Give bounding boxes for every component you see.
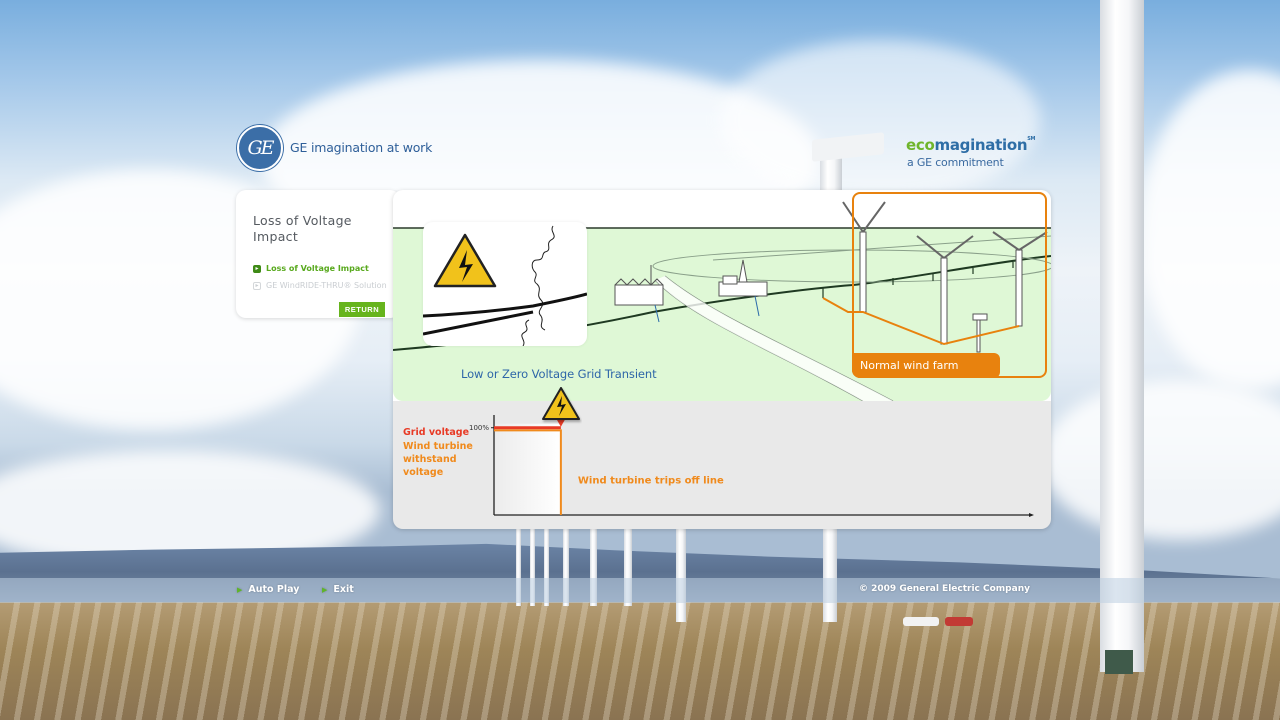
high-voltage-warning-icon (433, 233, 497, 288)
eco-text: eco (906, 136, 935, 154)
ge-tagline: GE imagination at work (290, 140, 433, 155)
car (945, 617, 973, 626)
legend-turbine-withstand: Wind turbine withstand voltage (403, 441, 473, 478)
collector-cables (822, 297, 1020, 346)
windfarm-label: Normal wind farm (852, 353, 1000, 378)
service-mark: SM (1027, 136, 1036, 142)
copyright-notice: © 2009 General Electric Company (859, 584, 1030, 594)
transient-caption: Low or Zero Voltage Grid Transient (461, 367, 657, 381)
turbine-tower (624, 528, 632, 606)
cloud (1040, 380, 1280, 540)
magination-text: magination (934, 136, 1028, 154)
fault-zoom-inset (423, 222, 587, 346)
arrow-right-icon: ▶ (322, 585, 328, 594)
factory-building (614, 265, 664, 323)
return-button[interactable]: RETURN (339, 302, 385, 317)
turbine-tower (590, 528, 597, 606)
footer-bar (0, 578, 1280, 603)
turbine-tower (516, 528, 521, 606)
grid-illustration: Low or Zero Voltage Grid Transient Norma… (393, 190, 1051, 401)
y-tick-label: 100% (469, 424, 489, 432)
car (903, 617, 939, 626)
ecomagination-logo: ecomaginationSM (906, 136, 1036, 154)
wheat-field (0, 602, 1280, 720)
high-voltage-warning-icon (542, 387, 580, 420)
section-title: Loss of Voltage Impact (253, 213, 352, 244)
turbine-tower (823, 528, 837, 622)
cloud (720, 40, 1040, 200)
nav-item-windride-thru[interactable]: ▸ GE WindRIDE-THRU® Solution (253, 281, 387, 290)
exit-link[interactable]: ▶ Exit (322, 584, 354, 595)
road (655, 276, 893, 401)
main-content-panel: Low or Zero Voltage Grid Transient Norma… (393, 190, 1051, 529)
ge-logo-icon: GE (237, 125, 283, 171)
auto-play-link[interactable]: ▶ Auto Play (237, 584, 299, 595)
turbine-tower (530, 528, 535, 606)
fault-inset-drawing (423, 225, 587, 346)
windfarm-highlight-frame (852, 192, 1047, 378)
pre-event-shade (494, 423, 561, 515)
nav-item-loss-of-voltage[interactable]: ▸ Loss of Voltage Impact (253, 264, 369, 273)
voltage-chart-plot: 100% Wind turbine trips off line (469, 415, 1034, 517)
arrow-right-icon: ▸ (253, 281, 261, 290)
turbine-tower (544, 528, 549, 606)
nav-item-label: GE WindRIDE-THRU® Solution (266, 281, 387, 290)
arrow-right-icon: ▸ (253, 264, 261, 273)
nav-item-label: Loss of Voltage Impact (266, 264, 369, 273)
turbine-base-cabinet (1105, 650, 1133, 674)
village-buildings (718, 259, 768, 317)
arrow-right-icon: ▶ (237, 585, 243, 594)
exit-label: Exit (333, 584, 354, 595)
spark-burst (521, 225, 555, 346)
voltage-chart: Grid voltage Wind turbine withstand volt… (393, 387, 1051, 529)
trip-annotation: Wind turbine trips off line (578, 476, 724, 487)
ecomagination-subtitle: a GE commitment (907, 156, 1004, 169)
turbine-tower (563, 528, 569, 606)
x-axis-arrow (1029, 513, 1034, 517)
turbine-tower-foreground (1100, 0, 1144, 672)
section-nav-panel: Loss of Voltage Impact ▸ Loss of Voltage… (236, 190, 400, 318)
turbine-tower (676, 528, 686, 622)
distant-line (712, 235, 1051, 261)
cable-lower (423, 310, 534, 336)
auto-play-label: Auto Play (248, 584, 300, 595)
event-marker (556, 419, 565, 427)
cable-upper (423, 292, 587, 318)
series-turbine-withstand (494, 429, 562, 515)
legend-grid-voltage: Grid voltage (403, 427, 470, 438)
